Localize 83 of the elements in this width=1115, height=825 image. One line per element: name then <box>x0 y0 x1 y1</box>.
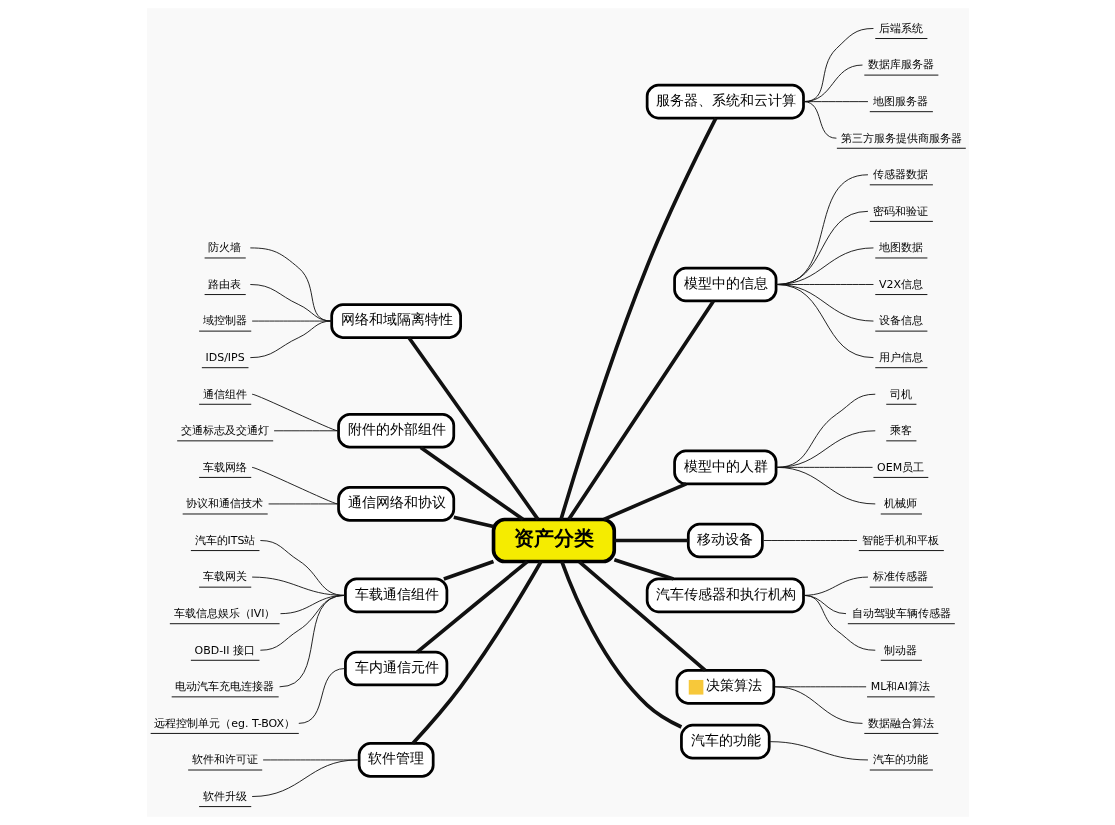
node-text: 数据库服务器 <box>867 58 934 72</box>
connector <box>278 594 345 688</box>
node-text: OBD-II 接口 <box>194 643 255 657</box>
node-text: 设备信息 <box>878 314 923 328</box>
connector <box>251 320 332 322</box>
node-box: 模型中的人群 <box>672 449 777 486</box>
connector <box>442 559 494 581</box>
node-box: 车载通信组件 <box>343 577 448 614</box>
connector <box>251 393 338 432</box>
connector <box>613 558 674 581</box>
connector <box>419 445 524 521</box>
node-text: 制动器 <box>883 643 917 657</box>
connector <box>762 540 857 541</box>
connector <box>249 320 332 359</box>
node-box: 车内通信元件 <box>343 650 448 687</box>
node-box: 资产分类 <box>491 517 616 564</box>
connector <box>802 101 837 139</box>
node-text: 用户信息 <box>878 350 923 364</box>
connector <box>297 668 345 724</box>
node-text: 汽车的功能 <box>872 753 928 767</box>
node-text: IDS/IPS <box>205 350 245 364</box>
node-text: 车载网关 <box>202 570 247 584</box>
node-text: ML和AI算法 <box>870 680 930 694</box>
node-text: 车载网络 <box>202 460 247 474</box>
node-box: 服务器、系统和云计算 <box>645 83 805 120</box>
node-text: OEM员工 <box>876 460 924 474</box>
node-text: 电动汽车充电连接器 <box>174 680 274 694</box>
node-text: 密码和验证 <box>872 204 928 218</box>
node-box: 网络和域隔离特性 <box>329 303 462 339</box>
node-text: 防火墙 <box>207 241 241 255</box>
connector <box>249 247 332 322</box>
connector <box>251 466 338 505</box>
connector <box>259 540 345 596</box>
node-box: 附件的外部组件 <box>336 412 455 449</box>
connector <box>802 594 876 651</box>
node-text: V2X信息 <box>878 277 923 291</box>
node-text: 自动驾驶车辆传感器 <box>851 606 951 620</box>
connector <box>558 117 717 520</box>
node-text: 协议和通信技术 <box>185 497 263 511</box>
connector <box>249 284 332 322</box>
node-box: 汽车传感器和执行机构 <box>645 577 805 614</box>
connector <box>769 741 868 761</box>
connector <box>602 482 687 522</box>
node-text: 地图服务器 <box>872 94 928 108</box>
connector <box>410 560 543 745</box>
node-text: 智能手机和平板 <box>861 533 939 547</box>
node-text: 路由表 <box>207 277 241 291</box>
node-text: 传感器数据 <box>872 168 928 182</box>
connector <box>406 336 539 521</box>
connector <box>415 560 528 654</box>
connector <box>775 466 876 505</box>
node-text: 第三方服务提供商服务器 <box>840 131 962 145</box>
node-box: 模型中的信息 <box>672 266 777 303</box>
node-text: 远程控制单元（eg. T-BOX） <box>153 716 295 730</box>
connector <box>577 560 706 672</box>
node-text: 通信组件 <box>202 387 247 401</box>
node-box: 移动设备 <box>686 522 764 559</box>
node-text: 车载信息娱乐（IVI） <box>173 606 275 620</box>
node-text: 交通标志及交通灯 <box>180 424 269 438</box>
connector <box>452 515 494 529</box>
connector <box>559 561 682 729</box>
node-text: 机械师 <box>883 497 917 511</box>
node-text: 软件升级 <box>202 789 247 803</box>
node-text: 软件和许可证 <box>191 753 258 767</box>
connector <box>267 503 338 505</box>
connector <box>613 538 688 543</box>
node-box: 汽车的功能 <box>679 723 771 760</box>
node-text: 乘客 <box>889 424 912 438</box>
node-box: 决策算法 <box>675 669 775 705</box>
connector <box>775 284 874 359</box>
node-text: 司机 <box>889 387 912 401</box>
connector <box>251 759 358 797</box>
connector <box>773 686 863 724</box>
node-text: 汽车的ITS站 <box>194 533 255 547</box>
node-text: 标准传感器 <box>872 570 928 584</box>
connector <box>273 430 338 432</box>
node-text: 后端系统 <box>878 21 923 35</box>
connector <box>566 300 715 521</box>
node-box: 通信网络和协议 <box>336 486 455 522</box>
node-text: 地图数据 <box>878 241 923 255</box>
node-text: 数据融合算法 <box>867 716 934 730</box>
node-text: 域控制器 <box>202 314 247 328</box>
node-box: 软件管理 <box>357 742 435 778</box>
